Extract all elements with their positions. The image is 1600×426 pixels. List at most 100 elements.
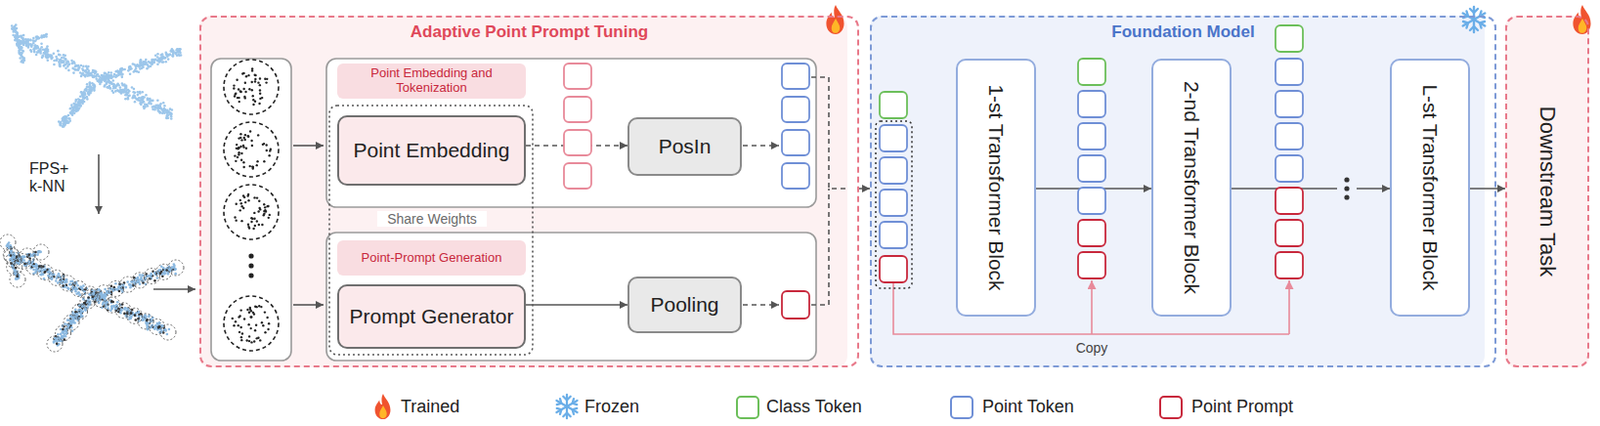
cloud-point <box>32 268 36 272</box>
cloud-point <box>156 62 160 66</box>
cloud-point <box>68 119 72 123</box>
patch-point <box>240 152 243 155</box>
cloud-point <box>84 70 87 74</box>
patch-circle <box>5 252 22 268</box>
cloud-point <box>88 81 92 85</box>
patch-point <box>239 90 242 93</box>
patch-point <box>236 156 239 159</box>
cloud-point <box>92 74 96 78</box>
cloud-point <box>170 113 173 117</box>
cloud-point <box>80 64 84 68</box>
cloud-point <box>116 301 120 304</box>
cloud-point <box>92 75 96 79</box>
cloud-point <box>122 89 126 93</box>
cloud-point <box>139 58 143 62</box>
cloud-point <box>112 83 116 87</box>
cloud-point <box>132 63 136 67</box>
cloud-point <box>142 107 146 111</box>
cloud-point <box>108 80 112 84</box>
cloud-point <box>68 283 72 287</box>
cloud-point <box>78 303 82 307</box>
cloud-point <box>155 326 159 330</box>
patch-point <box>244 133 247 136</box>
patch-point <box>262 142 265 145</box>
cloud-point <box>65 60 69 64</box>
cloud-point <box>39 273 43 277</box>
cloud-point <box>137 70 141 74</box>
cloud-point <box>22 40 26 44</box>
cloud-point <box>165 269 169 273</box>
cloud-point <box>144 60 148 64</box>
cloud-point <box>79 94 83 98</box>
cloud-point <box>133 313 137 317</box>
cloud-point <box>77 101 81 105</box>
patch-point <box>247 74 250 77</box>
cloud-point <box>62 121 66 125</box>
cloud-point <box>76 312 80 316</box>
cloud-point <box>92 88 96 92</box>
cloud-point <box>35 53 39 57</box>
patch-point <box>256 196 259 199</box>
cloud-point <box>104 76 108 80</box>
patch-point <box>247 193 250 196</box>
patch-point <box>239 89 242 92</box>
patch-point <box>244 90 247 93</box>
cloud-point <box>55 57 59 61</box>
cloud-point <box>62 64 66 68</box>
cloud-point <box>123 312 127 316</box>
patch-point <box>243 138 246 141</box>
patch-circle <box>115 302 131 319</box>
patch-point <box>265 205 268 208</box>
cloud-point <box>158 321 162 325</box>
patch-point <box>234 92 237 95</box>
cloud-point <box>99 81 103 85</box>
cloud-point <box>81 67 85 71</box>
patch-circle <box>46 336 63 352</box>
cloud-point <box>145 318 149 322</box>
cloud-point <box>162 101 166 105</box>
cloud-point <box>96 80 100 84</box>
patch-point <box>251 144 254 147</box>
cloud-point <box>115 84 119 87</box>
patch-point <box>236 147 239 150</box>
cloud-point <box>149 61 153 65</box>
cloud-point <box>93 72 97 76</box>
cloud-point <box>33 40 37 44</box>
cloud-point <box>53 337 57 341</box>
cloud-point <box>12 27 16 31</box>
cloud-point <box>128 94 131 98</box>
cloud-point <box>36 253 40 257</box>
cloud-point <box>159 106 163 110</box>
cloud-point <box>162 56 166 60</box>
cloud-point <box>67 117 71 121</box>
cloud-point <box>44 53 48 57</box>
cloud-point <box>86 91 90 95</box>
cloud-point <box>71 67 75 71</box>
cloud-point <box>177 53 181 57</box>
cloud-point <box>149 102 153 106</box>
patch-point <box>237 96 240 99</box>
cloud-point <box>158 60 162 64</box>
cloud-point <box>151 108 155 112</box>
cloud-point <box>84 307 87 311</box>
cloud-point <box>27 45 31 49</box>
cloud-point <box>97 75 101 79</box>
cloud-point <box>22 34 26 38</box>
cloud-point <box>144 58 148 62</box>
cloud-point <box>172 50 175 54</box>
cloud-point <box>102 85 106 88</box>
cloud-point <box>138 96 142 100</box>
cloud-point <box>37 37 41 41</box>
shared-weights-bracket <box>329 105 533 355</box>
cloud-point <box>32 37 36 41</box>
cloud-point <box>123 88 127 92</box>
cloud-point <box>14 31 18 35</box>
cloud-point <box>143 313 147 317</box>
cloud-point <box>34 251 38 255</box>
cloud-point <box>79 293 83 297</box>
patch-circle <box>168 259 184 276</box>
cloud-point <box>133 100 137 104</box>
cloud-point <box>39 251 43 255</box>
cloud-point <box>18 41 22 44</box>
cloud-point <box>62 53 66 57</box>
